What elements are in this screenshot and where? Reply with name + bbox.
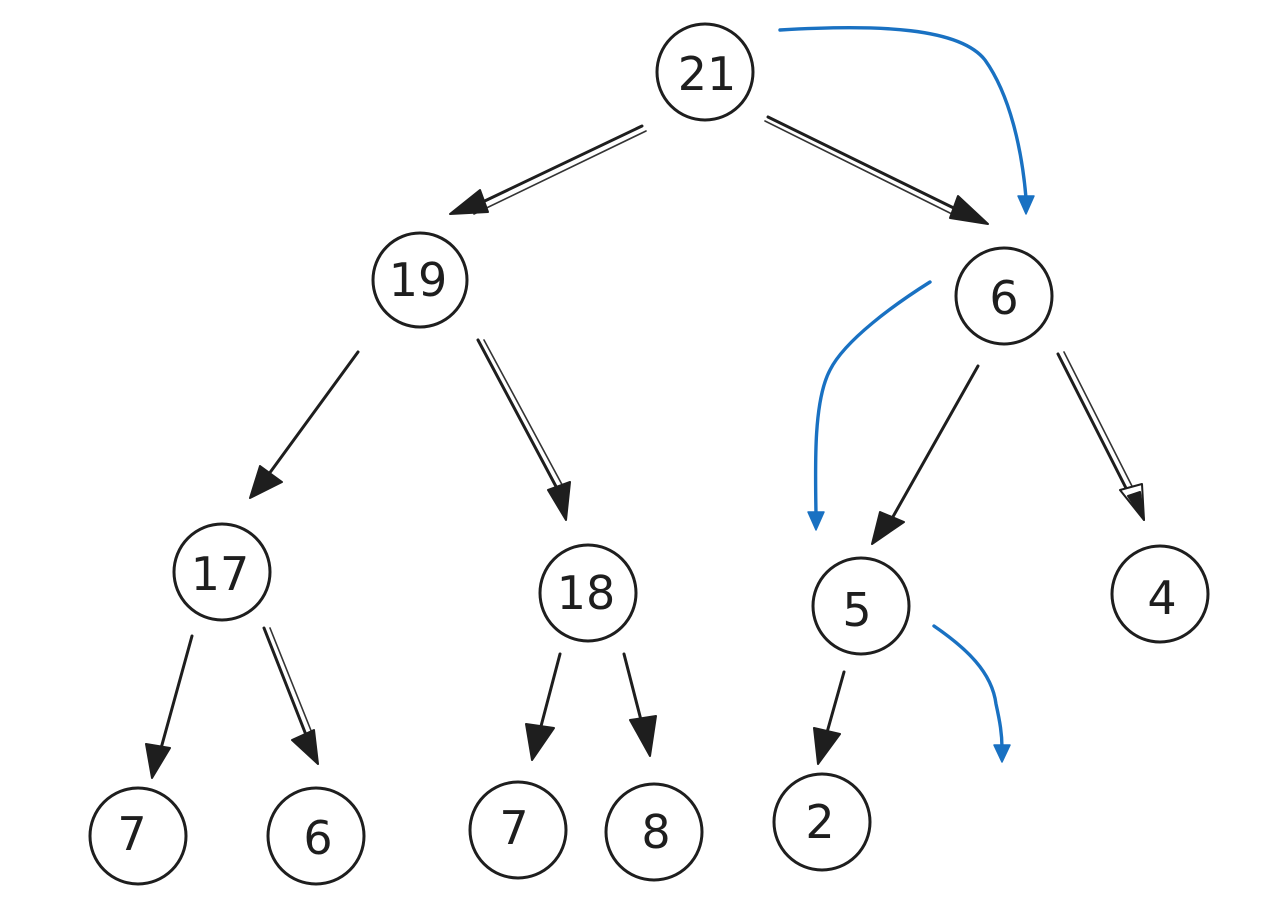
node-4: 4 bbox=[1110, 544, 1210, 644]
edge-18-to-7 bbox=[525, 652, 562, 761]
edge-17-to-6 bbox=[262, 626, 319, 765]
edge-21-to-6 bbox=[764, 115, 989, 225]
edge-19-to-18 bbox=[476, 338, 571, 521]
node-7-right-label: 7 bbox=[499, 801, 528, 855]
node-7-right: 7 bbox=[468, 780, 568, 880]
trace-arrow-5-onward bbox=[932, 624, 1011, 763]
node-8: 8 bbox=[604, 782, 704, 882]
node-6-leaf-label: 6 bbox=[303, 811, 332, 865]
trace-path bbox=[778, 25, 1035, 763]
node-19-label: 19 bbox=[389, 253, 448, 307]
edges bbox=[145, 115, 1145, 779]
node-4-label: 4 bbox=[1147, 571, 1176, 625]
node-8-label: 8 bbox=[641, 805, 670, 859]
node-2: 2 bbox=[772, 772, 872, 872]
edge-6-to-5 bbox=[871, 364, 980, 545]
node-6: 6 bbox=[954, 246, 1054, 346]
node-6-label: 6 bbox=[989, 271, 1018, 325]
edge-5-to-2 bbox=[813, 670, 846, 765]
node-7-left: 7 bbox=[88, 786, 188, 886]
node-root-label: 21 bbox=[678, 47, 737, 101]
edge-17-to-7 bbox=[145, 634, 194, 779]
node-17: 17 bbox=[172, 522, 272, 622]
nodes: 21 19 6 17 18 5 4 7 bbox=[88, 22, 1210, 886]
trace-arrow-21-to-6 bbox=[778, 25, 1035, 215]
node-19: 19 bbox=[371, 231, 469, 329]
edge-21-to-19 bbox=[449, 124, 647, 215]
node-root: 21 bbox=[655, 22, 755, 122]
edge-18-to-8 bbox=[622, 652, 657, 757]
node-18: 18 bbox=[538, 543, 638, 643]
node-5: 5 bbox=[811, 556, 911, 656]
node-17-label: 17 bbox=[191, 547, 250, 601]
node-6-leaf: 6 bbox=[266, 786, 366, 886]
node-2-label: 2 bbox=[805, 795, 834, 849]
edge-19-to-17 bbox=[249, 350, 360, 499]
edge-6-to-4 bbox=[1056, 351, 1145, 521]
node-18-label: 18 bbox=[557, 566, 616, 620]
trace-arrow-6-to-5 bbox=[807, 280, 932, 531]
node-5-label: 5 bbox=[842, 583, 871, 637]
node-7-left-label: 7 bbox=[117, 807, 146, 861]
